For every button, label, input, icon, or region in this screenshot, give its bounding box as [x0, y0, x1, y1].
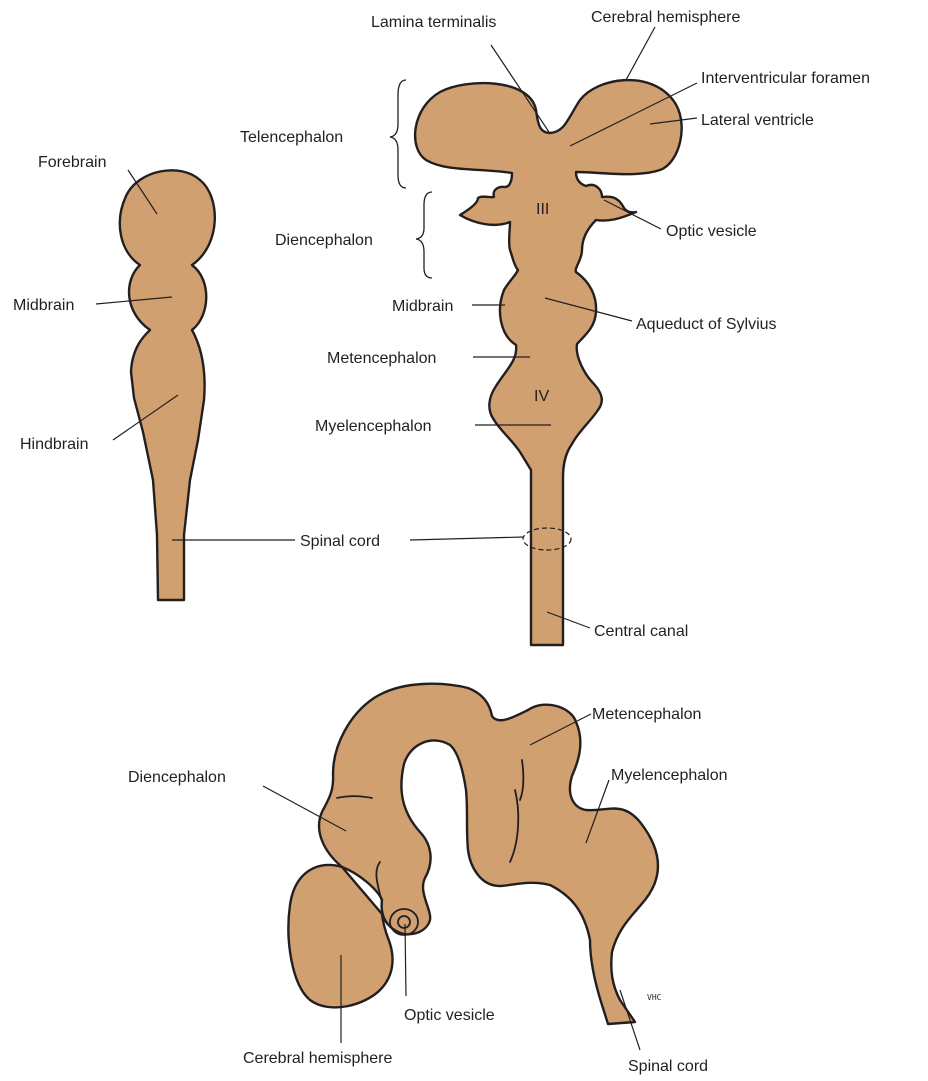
- figure-b-aqueduct-label: Aqueduct of Sylvius: [636, 316, 777, 333]
- figure-b-optic-vesicle-label: Optic vesicle: [666, 223, 757, 240]
- figure-c-neural-tube: [288, 684, 658, 1024]
- figure-c-lateral-view: Diencephalon Metencephalon Myelencephalo…: [128, 684, 728, 1075]
- figure-b-neural-tube: [415, 80, 682, 645]
- figure-b-interventricular-foramen-label: Interventricular foramen: [701, 70, 870, 87]
- figure-b-lamina-terminalis-label: Lamina terminalis: [371, 14, 496, 31]
- figure-b-midbrain-label: Midbrain: [392, 298, 453, 315]
- figure-b-lateral-ventricle-label: Lateral ventricle: [701, 112, 814, 129]
- figure-b-cerebral-hemisphere-leader: [626, 27, 655, 80]
- figure-b-spinal-cord-leader: [410, 537, 524, 540]
- figure-a-three-vesicle-stage: Forebrain Midbrain Hindbrain Spinal cord: [13, 154, 380, 600]
- figure-c-optic-vesicle-label: Optic vesicle: [404, 1007, 495, 1024]
- figure-c-diencephalon-label: Diencephalon: [128, 769, 226, 786]
- figure-b-telencephalon-brace: [390, 80, 406, 188]
- figure-a-midbrain-label: Midbrain: [13, 297, 74, 314]
- figure-b-diencephalon-brace: [416, 192, 432, 278]
- figure-c-spinal-cord-label: Spinal cord: [628, 1058, 708, 1075]
- figure-c-myelencephalon-label: Myelencephalon: [611, 767, 728, 784]
- figure-b-fourth-ventricle-label: IV: [534, 388, 549, 405]
- figure-a-hindbrain-label: Hindbrain: [20, 436, 88, 453]
- figure-a-neural-tube: [120, 170, 215, 600]
- figure-c-metencephalon-label: Metencephalon: [592, 706, 701, 723]
- figure-c-cerebral-hemisphere-label: Cerebral hemisphere: [243, 1050, 393, 1067]
- figure-b-telencephalon-label: Telencephalon: [240, 129, 343, 146]
- figure-b-metencephalon-label: Metencephalon: [327, 350, 436, 367]
- figure-a-forebrain-label: Forebrain: [38, 154, 106, 171]
- artist-signature: VHC: [647, 993, 662, 1002]
- figure-b-cerebral-hemisphere-label: Cerebral hemisphere: [591, 9, 741, 26]
- figure-b-third-ventricle-label: III: [536, 201, 549, 218]
- figure-b-diencephalon-label: Diencephalon: [275, 232, 373, 249]
- figure-b-myelencephalon-label: Myelencephalon: [315, 418, 432, 435]
- figure-a-spinal-cord-label: Spinal cord: [300, 533, 380, 550]
- figure-b-central-canal-label: Central canal: [594, 623, 688, 640]
